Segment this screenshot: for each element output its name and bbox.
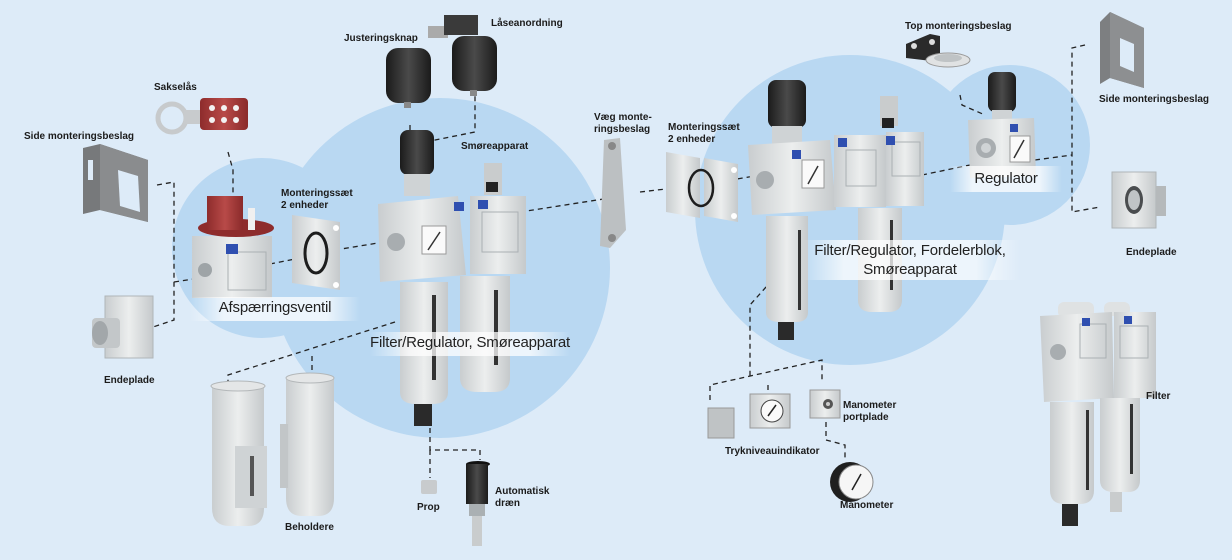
connector-kit-filter [334, 242, 379, 251]
label-mounting-kit-left-1: Monteringssæt [281, 188, 353, 199]
group-title-frl-line2: Smøreapparat [863, 261, 957, 278]
label-pressure-indicator: Trykniveauindikator [725, 446, 820, 457]
label-plug: Prop [417, 502, 440, 513]
connector-hasp [227, 151, 234, 200]
label-lubricator: Smøreapparat [461, 141, 529, 152]
group-title-frl-line1: Filter/Regulator, Fordelerblok, [814, 242, 1006, 259]
connector-indicators [709, 359, 823, 400]
label-mounting-kit-left-2: 2 enheder [281, 200, 329, 211]
connector-wall-bracket [519, 197, 611, 213]
title-band-filter-regulator [370, 332, 570, 356]
label-mounting-kit-right-1: Monteringssæt [668, 122, 740, 133]
label-side-bracket-left: Side monteringsbeslag [24, 131, 135, 142]
end-plate-left [92, 295, 154, 359]
mounting-kit-right [666, 152, 738, 222]
title-band-shutoff [190, 297, 360, 321]
title-band-frl-manifold [800, 240, 1020, 280]
group-title-filter-regulator-lubricator: Filter/Regulator, Smøreapparat [370, 334, 570, 351]
side-mounting-bracket-right [1100, 12, 1144, 88]
label-adjusting-knob: Justeringsknap [344, 33, 418, 44]
label-wall-bracket-1: Væg monte- [594, 112, 652, 123]
end-plate-right [1111, 171, 1166, 229]
label-locking-device: Låseanordning [491, 18, 563, 29]
filter-regulator-lubricator [378, 130, 526, 426]
regulator [968, 72, 1036, 178]
padlock-hasp [155, 98, 248, 135]
label-gauge-port-plate-2: portplade [843, 412, 889, 423]
shutoff-valve [192, 196, 274, 298]
adjusting-knob [386, 48, 431, 108]
bowl-right [280, 372, 335, 516]
top-mounting-bracket [906, 34, 971, 68]
label-filter: Filter [1146, 391, 1171, 402]
connector-right-brackets [1071, 44, 1101, 213]
connector-top-bracket [959, 94, 986, 116]
connector-kit-frl [719, 174, 761, 183]
title-band-regulator [950, 166, 1062, 192]
gauge-port-plate [809, 389, 841, 419]
bowl-left [210, 380, 267, 526]
side-mounting-bracket-left [83, 144, 148, 222]
connector-drain [429, 410, 481, 460]
group-title-shutoff-valve: Afspærringsventil [218, 299, 332, 316]
label-auto-drain-1: Automatisk [495, 486, 550, 497]
label-bowls: Beholdere [285, 522, 334, 533]
pressure-indicator-gauge [749, 393, 791, 429]
automatic-drain [466, 461, 490, 546]
filter-regulator-manifold-lubricator [748, 80, 924, 340]
label-end-plate-left: Endeplade [104, 375, 155, 386]
label-top-bracket: Top monteringsbeslag [905, 21, 1012, 32]
connector-gauge [825, 422, 846, 460]
locking-device [428, 15, 497, 96]
group-title-regulator: Regulator [974, 170, 1038, 187]
plug [421, 480, 437, 494]
pressure-gauge [830, 462, 874, 502]
label-gauge-port-plate-1: Manometer [843, 400, 897, 411]
filter-unit [1040, 302, 1156, 526]
label-end-plate-right: Endeplade [1126, 247, 1177, 258]
mounting-kit-left [292, 215, 340, 290]
label-padlock-hasp: Sakselås [154, 82, 197, 93]
label-wall-bracket-2: ringsbeslag [594, 124, 651, 135]
pressure-indicator-cover [707, 407, 735, 439]
connector-reg-right [1034, 154, 1073, 161]
label-gauge: Manometer [840, 500, 894, 511]
wall-mounting-bracket [600, 138, 626, 248]
label-mounting-kit-right-2: 2 enheder [668, 134, 716, 145]
label-auto-drain-2: dræn [495, 498, 520, 509]
label-side-bracket-right: Side monteringsbeslag [1099, 94, 1210, 105]
